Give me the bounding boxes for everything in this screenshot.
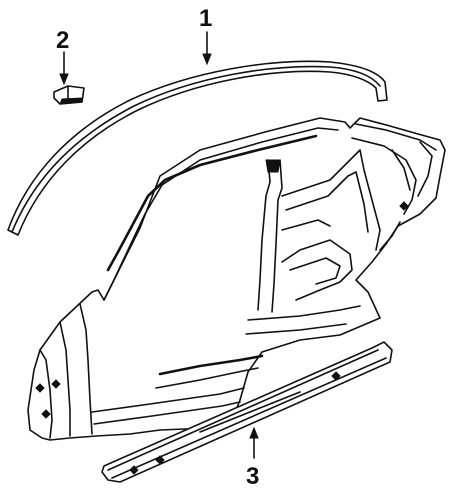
part-2-clip — [53, 85, 85, 105]
arrowhead-2-icon — [59, 73, 69, 86]
callout-1: 1 — [199, 5, 212, 32]
part-1-roof-molding — [7, 60, 388, 236]
part-3-rocker-molding — [101, 341, 393, 483]
arrowhead-3-icon — [249, 426, 259, 439]
body-side-frame — [27, 117, 446, 441]
callout-2: 2 — [56, 27, 69, 54]
arrowhead-1-icon — [202, 53, 212, 66]
callout-3: 3 — [246, 463, 259, 490]
callout-leaders — [59, 31, 259, 459]
